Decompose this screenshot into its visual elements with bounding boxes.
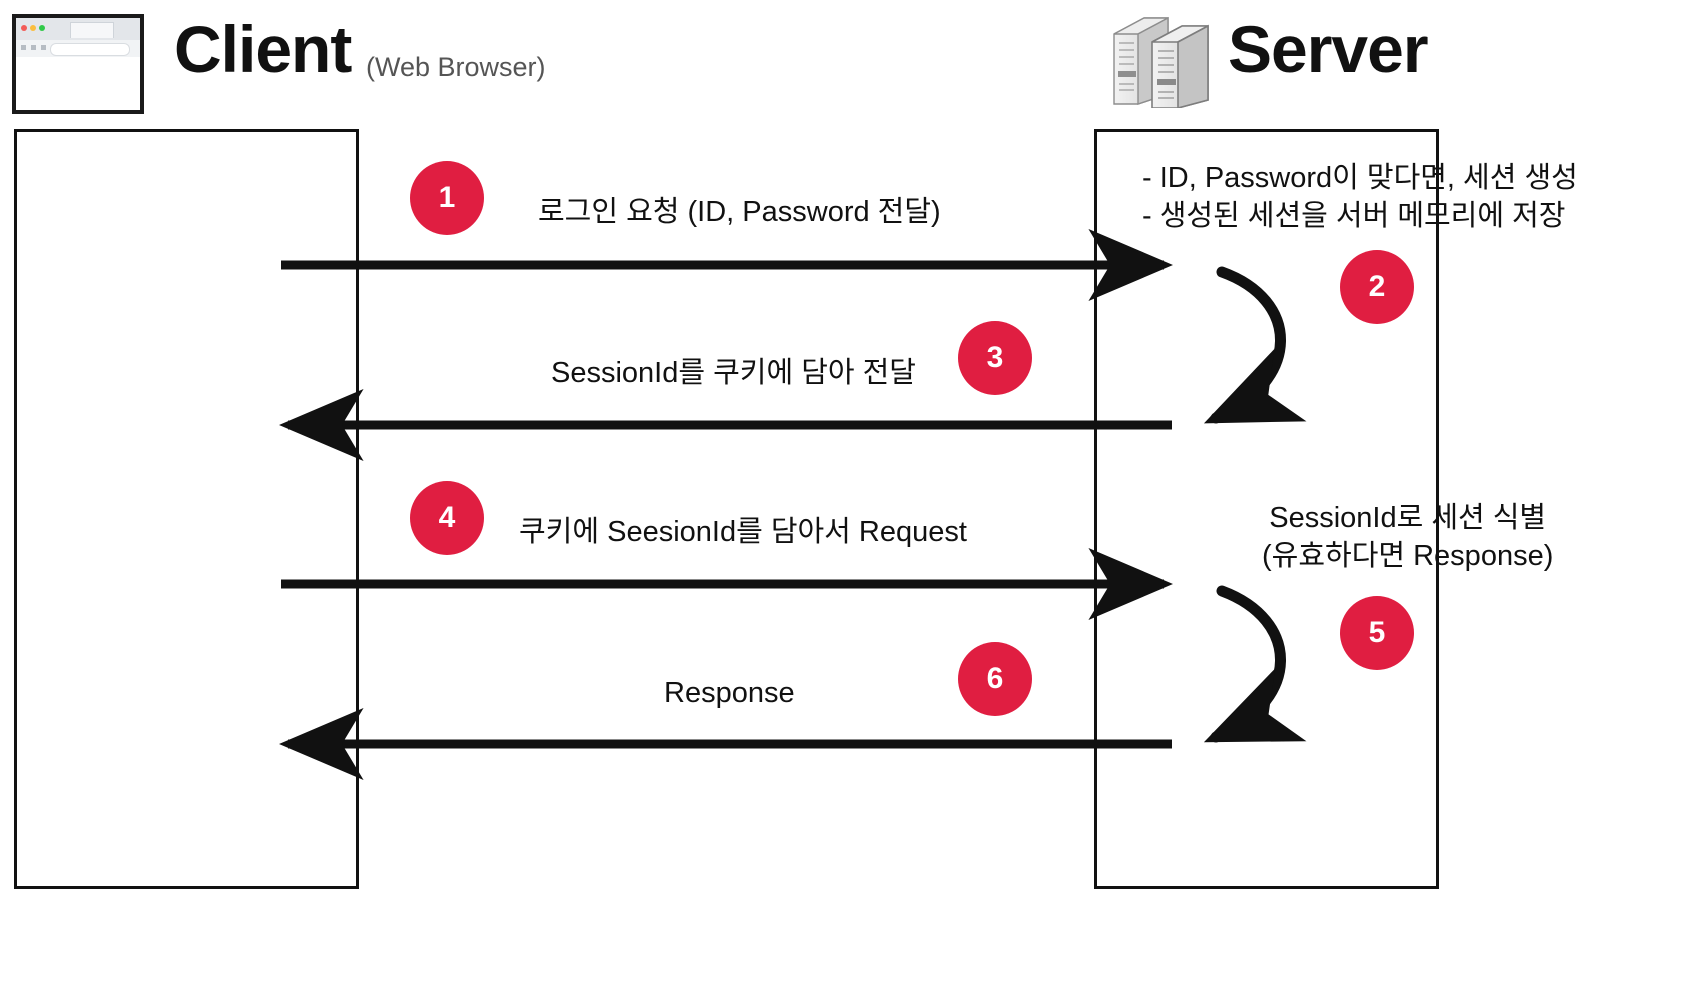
- browser-toolbar: [16, 40, 140, 58]
- message-label-1: 로그인 요청 (ID, Password 전달): [538, 196, 941, 228]
- message-label-4: 쿠키에 SeesionId를 담아서 Request: [519, 516, 967, 548]
- step-badge-2[interactable]: 2: [1340, 250, 1414, 324]
- step-badge-5-label: 5: [1368, 616, 1386, 649]
- browser-viewport: [16, 57, 140, 110]
- client-title: Client: [174, 12, 352, 86]
- step-badge-3-label: 3: [986, 341, 1004, 374]
- browser-titlebar: [16, 18, 140, 41]
- server-title: Server: [1228, 12, 1429, 86]
- step-badge-4-label: 4: [438, 501, 456, 534]
- message-label-6: Response: [664, 677, 795, 709]
- step-badge-6-label: 6: [986, 662, 1004, 695]
- message-label-3: SessionId를 쿠키에 담아 전달: [551, 357, 916, 389]
- step-badge-3[interactable]: 3: [958, 321, 1032, 395]
- server-note-mid-line-1: SessionId로 세션 식별: [1269, 502, 1547, 534]
- step-badge-2-label: 2: [1368, 270, 1386, 303]
- server-note-mid: SessionId로 세션 식별 (유효하다면 Response): [1262, 500, 1553, 575]
- step-badge-1[interactable]: 1: [410, 161, 484, 235]
- step-badge-1-label: 1: [438, 181, 456, 214]
- step-badge-4[interactable]: 4: [410, 481, 484, 555]
- step-badge-6[interactable]: 6: [958, 642, 1032, 716]
- browser-window-dots: [21, 25, 45, 31]
- server-note-top: - ID, Password이 맞다면, 세션 생성 - 생성된 세션을 서버 …: [1142, 160, 1578, 235]
- server-note-top-line-2: - 생성된 세션을 서버 메모리에 저장: [1142, 199, 1566, 232]
- browser-address-bar: [50, 43, 130, 56]
- server-note-mid-line-2: (유효하다면 Response): [1262, 539, 1554, 572]
- server-note-top-line-1: - ID, Password이 맞다면, 세션 생성: [1142, 162, 1578, 194]
- client-lifeline: [14, 129, 359, 889]
- browser-tab: [70, 22, 114, 38]
- client-subtitle: (Web Browser): [366, 52, 546, 82]
- server-tower-icon: [1108, 12, 1220, 110]
- server-lifeline: [1094, 129, 1439, 889]
- web-browser-icon: [12, 14, 144, 114]
- browser-nav-icons: [21, 45, 46, 50]
- step-badge-5[interactable]: 5: [1340, 596, 1414, 670]
